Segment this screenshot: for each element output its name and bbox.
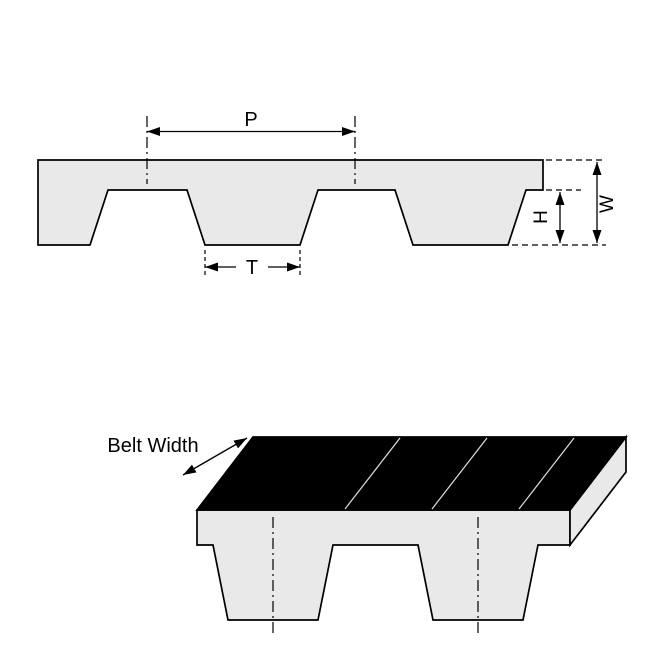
belt-top-face: [195, 436, 628, 511]
belt-profile-shape: [37, 159, 544, 246]
thickness-label: W: [597, 195, 618, 213]
tooth-width-label: T: [246, 257, 258, 279]
profile-view: P T H W: [37, 109, 618, 279]
top-face-seam-line: [344, 437, 401, 510]
top-face-seam-line: [431, 437, 488, 510]
top-face-seam-line: [518, 437, 575, 510]
perspective-view: Belt Width: [107, 434, 628, 633]
belt-width-arrow: [182, 437, 248, 476]
belt-width-label: Belt Width: [107, 435, 198, 457]
pitch-label: P: [244, 109, 257, 131]
tooth-height-label: H: [531, 210, 552, 224]
